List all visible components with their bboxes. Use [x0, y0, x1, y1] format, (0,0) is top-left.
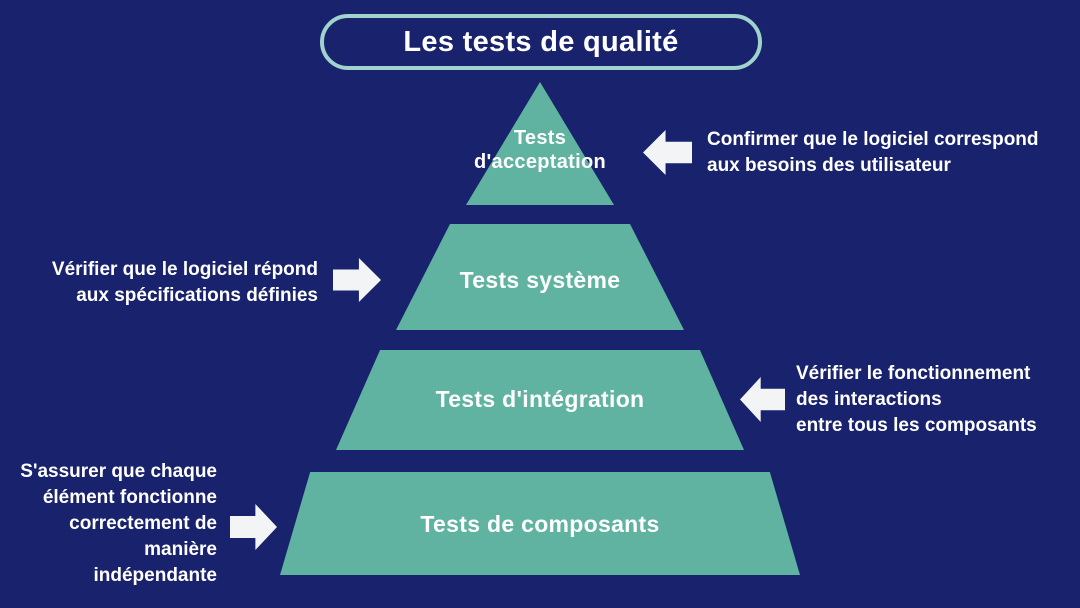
annotation-component: S'assurer que chaque élément fonctionne …	[20, 461, 217, 586]
pyramid-level-integration-shape	[336, 350, 744, 450]
pyramid-level-acceptance-label: Tests d'acceptation	[473, 127, 606, 173]
pyramid-level-system-shape	[396, 224, 684, 330]
pyramid-level-system-label: Tests système	[459, 267, 621, 293]
pyramid-level-component-label: Tests de composants	[420, 511, 660, 537]
annotation-integration: Vérifier le fonctionnement des interacti…	[796, 363, 1037, 436]
diagram-title: Les tests de qualité	[403, 25, 679, 58]
right-arrow-icon	[230, 504, 277, 550]
pyramid-level-component-shape	[280, 472, 800, 575]
left-arrow-icon	[740, 377, 785, 422]
annotation-acceptance: Confirmer que le logiciel correspond aux…	[707, 129, 1039, 176]
right-arrow-icon	[333, 258, 381, 302]
annotation-system: Vérifier que le logiciel répond aux spéc…	[51, 259, 318, 306]
left-arrow-icon	[643, 130, 692, 175]
title-badge: Les tests de qualité	[320, 14, 762, 70]
pyramid-level-integration-label: Tests d'intégration	[435, 386, 645, 412]
